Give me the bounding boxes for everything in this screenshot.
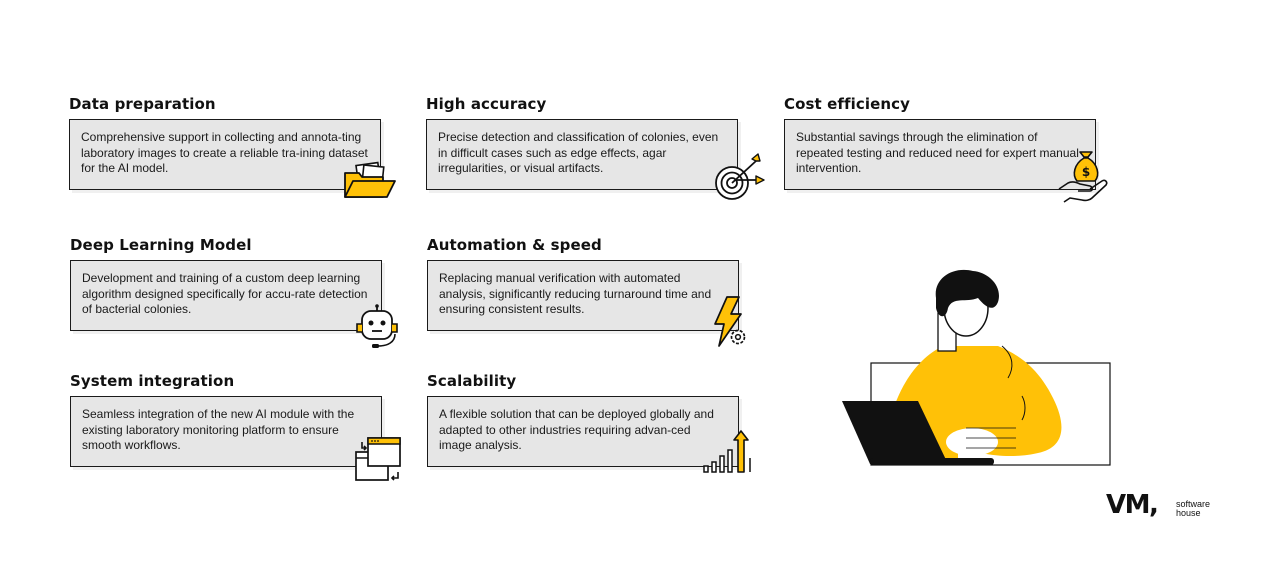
card-title: Automation & speed <box>427 236 602 254</box>
card-title: Cost efficiency <box>784 95 911 113</box>
card-title: Data preparation <box>69 95 216 113</box>
card-box: Seamless integration of the new AI modul… <box>70 396 382 467</box>
svg-text:$: $ <box>1082 165 1090 179</box>
card-title: Scalability <box>427 372 517 390</box>
card-body: Development and training of a custom dee… <box>82 271 368 316</box>
card-body: Comprehensive support in collecting and … <box>81 130 368 175</box>
card-automation-speed: Automation & speed Replacing manual veri… <box>427 236 762 354</box>
card-box: Comprehensive support in collecting and … <box>69 119 381 190</box>
card-data-preparation: Data preparation Comprehensive support i… <box>69 95 404 205</box>
person-at-laptop-illustration <box>838 268 1114 468</box>
card-body: Seamless integration of the new AI modul… <box>82 407 355 452</box>
card-title: System integration <box>70 372 235 390</box>
windows-sync-icon <box>354 436 404 484</box>
card-deep-learning-model: Deep Learning Model Development and trai… <box>70 236 405 354</box>
card-body: Replacing manual verification with autom… <box>439 271 712 316</box>
target-icon <box>714 153 766 203</box>
card-box: A flexible solution that can be deployed… <box>427 396 739 467</box>
card-body: Precise detection and classification of … <box>438 130 719 175</box>
card-box: Development and training of a custom dee… <box>70 260 382 331</box>
money-bag-hand-icon: $ <box>1058 151 1112 205</box>
lightning-gear-icon <box>711 296 751 348</box>
robot-icon <box>354 304 402 352</box>
card-body: Substantial savings through the eliminat… <box>796 130 1079 175</box>
folder-icon <box>343 161 399 201</box>
card-scalability: Scalability A flexible solution that can… <box>427 372 762 487</box>
vm-software-house-logo: VM, software house <box>1106 490 1226 520</box>
card-system-integration: System integration Seamless integration … <box>70 372 405 487</box>
card-box: Substantial savings through the eliminat… <box>784 119 1096 190</box>
logo-line-1: software <box>1176 499 1211 509</box>
growth-chart-icon <box>702 428 754 476</box>
card-title: High accuracy <box>426 95 547 113</box>
logo-line-2: house <box>1176 508 1201 518</box>
card-high-accuracy: High accuracy Precise detection and clas… <box>426 95 766 205</box>
card-box: Replacing manual verification with autom… <box>427 260 739 331</box>
card-body: A flexible solution that can be deployed… <box>439 407 714 452</box>
card-box: Precise detection and classification of … <box>426 119 738 190</box>
card-cost-efficiency: Cost efficiency Substantial savings thro… <box>784 95 1114 207</box>
card-title: Deep Learning Model <box>70 236 252 254</box>
logo-mark: VM, <box>1106 490 1159 520</box>
